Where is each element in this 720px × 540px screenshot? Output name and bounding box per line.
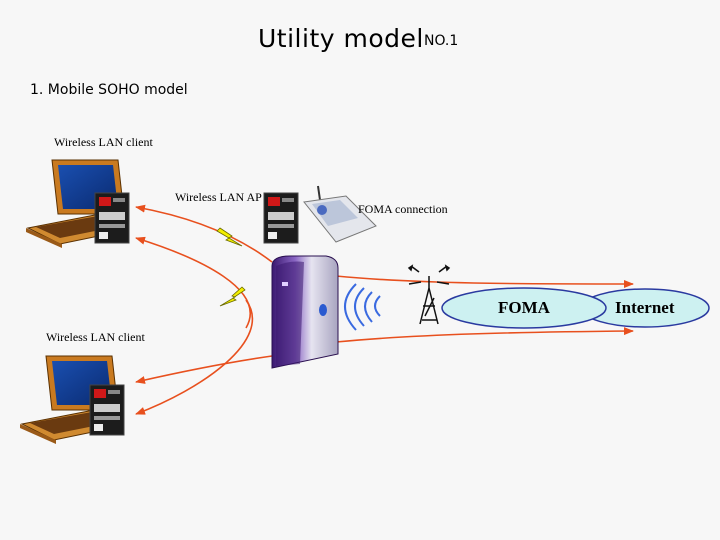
client-bottom-label: Wireless LAN client	[46, 330, 145, 344]
foma-pc-card	[303, 185, 377, 243]
lightning-icon	[216, 227, 243, 247]
connection-arrows	[135, 204, 634, 415]
arrow-to-bottom-client-2	[135, 299, 254, 415]
foma-oval	[441, 287, 607, 329]
arrow-to-internet-bottom	[335, 327, 634, 343]
arrow-to-bottom-client-1	[135, 355, 273, 384]
client-top-label: Wireless LAN client	[54, 135, 153, 149]
page-title: Utility model	[258, 24, 424, 53]
wlan-card-top	[94, 192, 130, 244]
wlan-card-bottom	[89, 384, 125, 436]
antenna-tower-icon	[407, 264, 451, 325]
arrow-to-top-client-1	[135, 204, 273, 263]
radio-waves-icon	[344, 283, 381, 331]
foma-connection-label: FOMA connection	[358, 202, 448, 216]
lightning-icon	[219, 286, 246, 307]
arrow-to-internet-top	[335, 275, 634, 288]
page-number: NO.1	[424, 33, 459, 49]
router-device	[271, 255, 339, 369]
section-heading: 1. Mobile SOHO model	[30, 82, 188, 98]
arrow-to-top-client-2	[135, 236, 251, 329]
foma-label: FOMA	[498, 298, 550, 317]
wlan-ap-card	[263, 192, 299, 244]
access-point-label: Wireless LAN AP	[175, 190, 262, 204]
internet-label: Internet	[615, 298, 675, 317]
